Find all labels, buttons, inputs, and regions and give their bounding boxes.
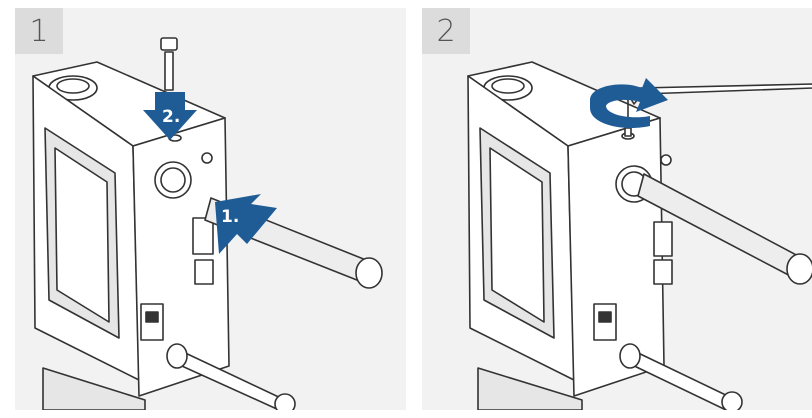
rotate-arrow-icon	[590, 78, 668, 128]
step-number-badge: 2	[422, 8, 470, 54]
step-1-panel: 1	[15, 8, 406, 410]
arrow-label-1: 1.	[221, 207, 239, 227]
screw-icon	[164, 51, 174, 91]
step-2-illustration	[467, 61, 812, 410]
step-number-badge: 1	[15, 8, 63, 54]
step-1-illustration: 2. 1.	[32, 37, 383, 410]
insert-arrow-icon: 1.	[215, 194, 277, 254]
step-2-panel: 2	[422, 8, 812, 410]
push-arrow-icon: 2.	[143, 92, 197, 140]
arrow-label-2: 2.	[162, 107, 180, 127]
housing-front-face	[567, 117, 665, 397]
